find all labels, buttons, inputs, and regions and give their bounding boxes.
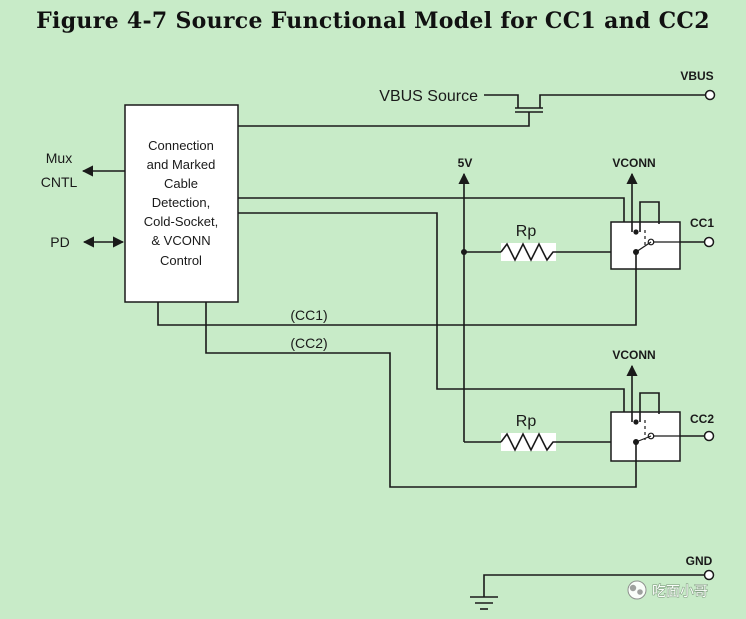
five-v-label: 5V [458, 156, 473, 170]
vbus-source-label: VBUS Source [379, 88, 478, 105]
cntl-label: CNTL [41, 174, 78, 190]
cc1-terminal [703, 236, 715, 248]
cc2-feedback-wire [205, 302, 637, 488]
rp-bottom-label: Rp [516, 413, 537, 430]
pd-label: PD [50, 234, 69, 250]
cc1-wire-label: (CC1) [290, 307, 327, 323]
cc1-feedback-wire [157, 252, 637, 326]
cc1-pin-label: CC1 [690, 216, 714, 230]
ground-symbol [470, 596, 498, 610]
rp-top-label: Rp [516, 223, 537, 240]
rp-top-resistor-bg [501, 243, 556, 261]
gnd-terminal [703, 569, 715, 581]
control-block-line-4: Detection, [152, 195, 211, 210]
cc2-terminal [703, 430, 715, 442]
rp-bottom-resistor-bg [501, 433, 556, 451]
vbus-terminal [704, 89, 716, 101]
control-block-line-1: Connection [148, 138, 214, 153]
gnd-label: GND [686, 554, 713, 568]
mux-label: Mux [46, 150, 72, 166]
vconn-top-label: VCONN [612, 156, 655, 170]
rp-top-resistor [500, 242, 556, 262]
cc2-pin-label: CC2 [690, 412, 714, 426]
control-block-line-6: & VCONN [151, 233, 210, 248]
gnd-wire [483, 574, 705, 597]
vconn-bottom-label: VCONN [612, 348, 655, 362]
control-block-line-5: Cold-Socket, [144, 214, 218, 229]
rp-bottom-resistor [500, 432, 556, 452]
control-block [124, 104, 239, 303]
vbus-label: VBUS [680, 69, 713, 83]
watermark-text: 吃面小哥 [652, 583, 708, 599]
figure-title: Figure 4-7 Source Functional Model for C… [36, 8, 710, 34]
watermark: 吃面小哥 [627, 580, 709, 600]
control-block-line-2: and Marked [147, 157, 216, 172]
control-block-line-7: Control [160, 253, 202, 268]
cc2-wire-label: (CC2) [290, 335, 327, 351]
cc1-switch-control-line [238, 197, 632, 233]
control-block-line-3: Cable [164, 176, 198, 191]
vbus-mosfet [238, 94, 709, 127]
